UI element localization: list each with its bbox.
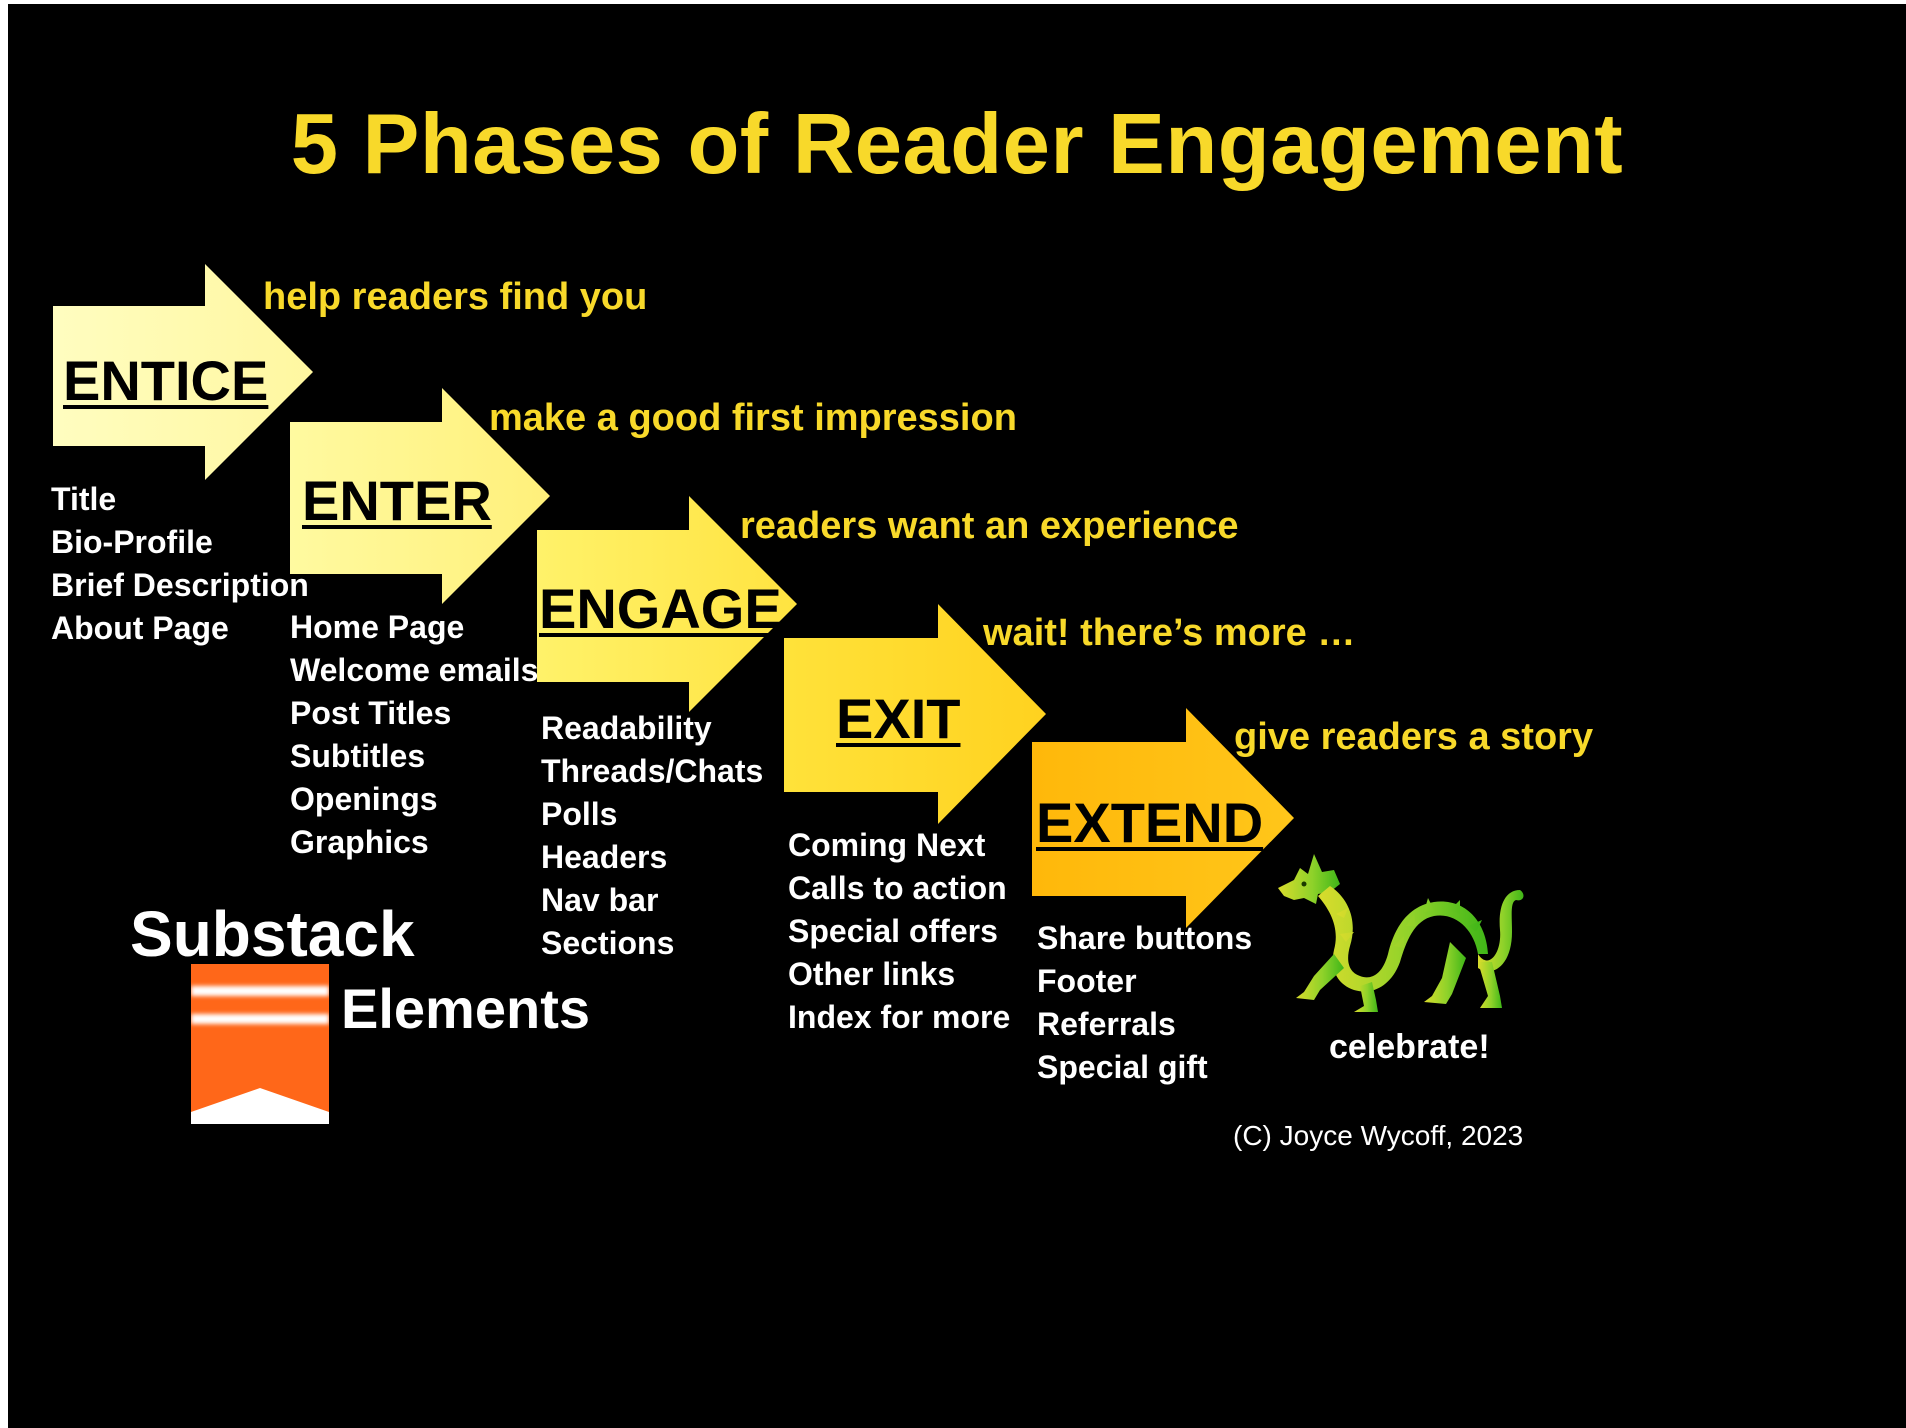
arrow-shape-extend	[1032, 708, 1294, 928]
list-item: Headers	[541, 839, 668, 875]
list-item: Post Titles	[290, 695, 452, 731]
list-item: Nav bar	[541, 882, 659, 918]
phase-tagline-engage: readers want an experience	[740, 505, 1239, 547]
phase-tagline-enter: make a good first impression	[489, 397, 1017, 439]
phase-arrow-engage: ENGAGE	[537, 496, 797, 716]
phase-items-enter: Home Page Welcome emails Post Titles Sub…	[290, 606, 538, 864]
phase-items-extend: Share buttons Footer Referrals Special g…	[1037, 917, 1252, 1089]
list-item: Subtitles	[290, 738, 426, 774]
list-item: Sections	[541, 925, 675, 961]
arrow-shape-enter	[290, 388, 550, 604]
phase-label-extend: EXTEND	[1036, 791, 1264, 854]
brand-subtitle: Elements	[341, 977, 590, 1040]
phase-arrow-entice: ENTICE	[53, 264, 313, 488]
celebrate-label: celebrate!	[1329, 1028, 1490, 1066]
phase-tagline-extend: give readers a story	[1234, 716, 1594, 758]
phase-arrow-exit: EXIT	[784, 604, 1046, 826]
list-item: About Page	[51, 610, 229, 646]
list-item: Referrals	[1037, 1006, 1176, 1042]
list-item: Bio-Profile	[51, 524, 213, 560]
list-item: Readability	[541, 710, 712, 746]
substack-logo-icon	[191, 964, 329, 1124]
copyright-credit: (C) Joyce Wycoff, 2023	[1233, 1120, 1524, 1151]
phase-items-entice: Title Bio-Profile Brief Description Abou…	[51, 478, 309, 650]
slide-title: 5 Phases of Reader Engagement	[290, 97, 1624, 192]
list-item: Calls to action	[788, 870, 1007, 906]
list-item: Home Page	[290, 609, 465, 645]
phase-items-exit: Coming Next Calls to action Special offe…	[788, 824, 1010, 1039]
arrow-shape-exit	[784, 604, 1046, 824]
phase-arrow-enter: ENTER	[290, 388, 550, 608]
list-item: Welcome emails	[290, 652, 539, 688]
phase-label-engage: ENGAGE	[539, 577, 782, 640]
phase-label-enter: ENTER	[302, 469, 492, 532]
list-item: Special offers	[788, 913, 998, 949]
phase-tagline-exit: wait! there’s more …	[983, 612, 1356, 654]
dragon-icon	[1274, 850, 1526, 1016]
list-item: Coming Next	[788, 827, 986, 863]
list-item: Graphics	[290, 824, 429, 860]
list-item: Title	[51, 481, 117, 517]
brand-name: Substack	[130, 898, 415, 970]
list-item: Footer	[1037, 963, 1137, 999]
phase-label-entice: ENTICE	[63, 349, 269, 412]
list-item: Share buttons	[1037, 920, 1253, 956]
slide: 5 Phases of Reader Engagement ENTICE hel…	[8, 4, 1906, 1428]
arrow-shape-engage	[537, 496, 797, 712]
phase-items-engage: Readability Threads/Chats Polls Headers …	[541, 707, 763, 965]
list-item: Polls	[541, 796, 618, 832]
arrow-shape-entice	[53, 264, 313, 480]
list-item: Special gift	[1037, 1049, 1208, 1085]
phase-arrow-extend: EXTEND	[1032, 708, 1294, 930]
list-item: Brief Description	[51, 567, 309, 603]
phase-label-exit: EXIT	[836, 687, 961, 750]
list-item: Openings	[290, 781, 438, 817]
list-item: Threads/Chats	[541, 753, 764, 789]
list-item: Other links	[788, 956, 956, 992]
list-item: Index for more	[788, 999, 1011, 1035]
phase-tagline-entice: help readers find you	[263, 276, 648, 318]
